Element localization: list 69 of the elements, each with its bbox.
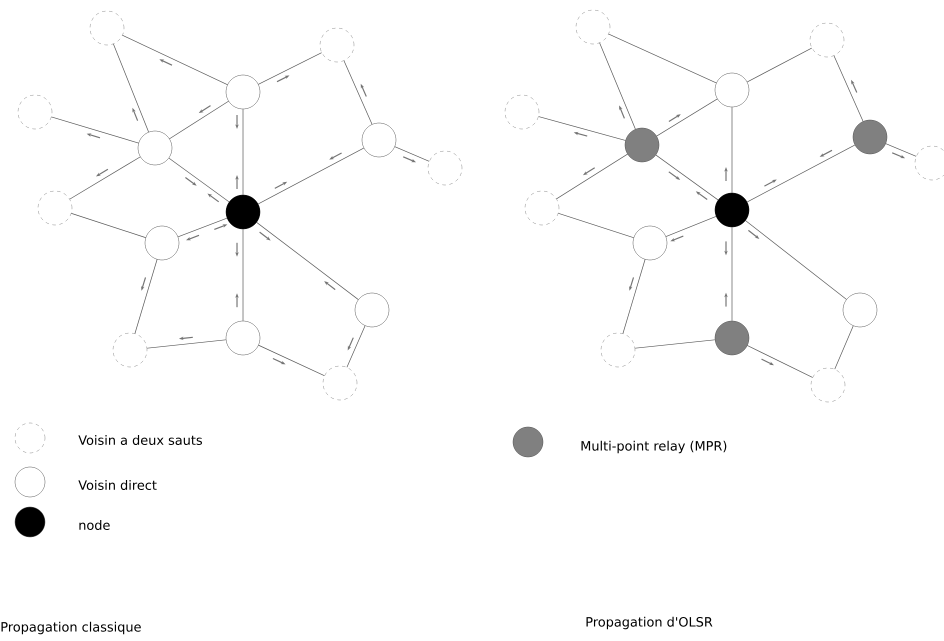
link-line xyxy=(242,108,244,196)
link-line xyxy=(558,212,634,238)
link-line xyxy=(256,222,359,300)
source-node-circle xyxy=(714,192,750,228)
link-line xyxy=(634,339,716,349)
link-line xyxy=(886,143,916,157)
link-line xyxy=(746,144,856,202)
link-line xyxy=(746,48,812,82)
link-line xyxy=(69,156,141,200)
link-line xyxy=(599,42,636,130)
link-line xyxy=(608,34,717,84)
source-node-circle xyxy=(226,194,260,230)
direct-neighbour-circle xyxy=(144,226,180,260)
link-line xyxy=(538,116,626,141)
two-hop-neighbour-circle xyxy=(18,94,52,130)
link-line xyxy=(394,146,430,162)
direct-neighbour-circle xyxy=(842,292,878,328)
link-line xyxy=(168,158,230,202)
two-hop-neighbour-circle xyxy=(112,332,148,368)
link-line xyxy=(666,216,716,237)
relay-node-circle xyxy=(852,120,888,154)
link-line xyxy=(122,34,228,86)
legend-text: Voisin a deux sauts xyxy=(78,435,202,445)
link-line xyxy=(113,44,149,132)
legend-text: Multi-point relay (MPR) xyxy=(582,440,726,454)
link-line xyxy=(834,55,864,122)
direct-neighbour-circle xyxy=(362,122,396,158)
two-hop-neighbour-circle xyxy=(320,28,354,62)
two-hop-neighbour-circle xyxy=(322,366,358,400)
two-hop-neighbour-circle xyxy=(428,150,462,186)
link-line xyxy=(51,116,139,144)
link-line xyxy=(656,154,718,200)
direct-neighbour-circle xyxy=(138,130,172,166)
link-line xyxy=(622,259,646,334)
link-line xyxy=(146,339,226,349)
two-hop-neighbour-circle xyxy=(38,190,72,226)
two-hop-neighbour-circle xyxy=(90,10,124,46)
link-line xyxy=(745,220,847,300)
link-line xyxy=(134,259,158,334)
direct-neighbour-circle xyxy=(226,320,260,356)
link-line xyxy=(242,228,244,322)
link-line xyxy=(834,326,854,370)
two-hop-neighbour-circle xyxy=(576,10,610,44)
link-line xyxy=(178,218,228,238)
direct-neighbour-circle xyxy=(632,226,668,260)
panel-caption: Propagation classique xyxy=(2,622,141,634)
two-hop-neighbour-circle xyxy=(810,368,846,402)
link-line xyxy=(344,60,372,125)
two-hop-neighbour-circle xyxy=(810,22,844,58)
link-line xyxy=(747,345,813,378)
legend-text: Voisin direct xyxy=(78,480,157,490)
legend-text: node xyxy=(79,520,110,530)
link-line xyxy=(169,100,229,140)
two-hop-neighbour-circle xyxy=(524,190,560,226)
link-line xyxy=(258,344,325,376)
link-line xyxy=(556,154,628,200)
link-line xyxy=(656,98,718,136)
link-line xyxy=(71,213,146,238)
link-line xyxy=(258,148,364,204)
direct-neighbour-circle xyxy=(354,292,390,328)
relay-node-circle xyxy=(624,128,660,162)
two-hop-neighbour-circle xyxy=(600,332,636,368)
link-line xyxy=(258,52,322,85)
direct-neighbour-circle xyxy=(226,74,260,110)
panel-caption: Propagation d'OLSR xyxy=(586,616,712,630)
two-hop-neighbour-circle xyxy=(504,94,540,130)
link-line xyxy=(346,325,366,368)
direct-neighbour-circle xyxy=(714,72,750,108)
relay-node-circle xyxy=(714,320,750,356)
